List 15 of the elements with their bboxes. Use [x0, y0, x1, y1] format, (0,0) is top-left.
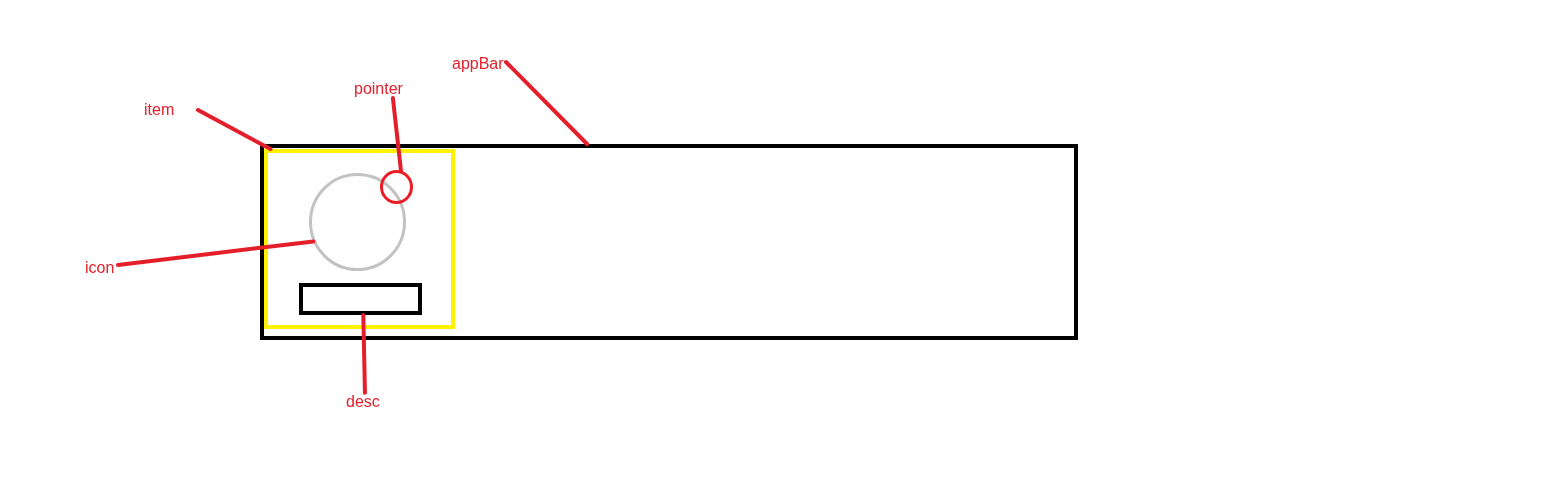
- app-bar-frame: [260, 144, 1078, 340]
- callout-label: desc: [346, 393, 380, 411]
- leader-line: [116, 239, 316, 267]
- callout-label: appBar: [452, 55, 504, 73]
- callout-label: item: [144, 101, 175, 119]
- icon-circle: [309, 173, 406, 271]
- pointer-circle: [380, 170, 413, 204]
- leader-line: [196, 108, 273, 152]
- leader-line: [390, 96, 403, 173]
- desc-frame: [299, 283, 422, 315]
- leader-line: [361, 312, 367, 395]
- callout-label: pointer: [354, 80, 403, 98]
- callout-label: icon: [85, 259, 115, 277]
- item-frame: [264, 149, 455, 329]
- leader-line: [504, 60, 590, 147]
